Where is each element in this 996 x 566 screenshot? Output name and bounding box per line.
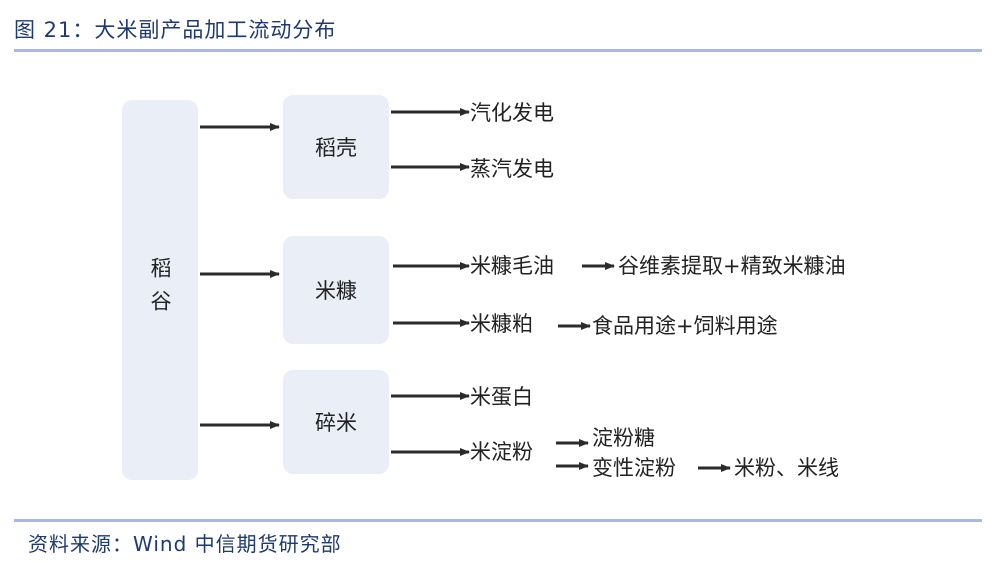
label-gasification-power: 汽化发电 (470, 101, 554, 125)
label-food-feed-use: 食品用途+饲料用途 (592, 314, 778, 338)
label-crude-bran-oil: 米糠毛油 (470, 254, 554, 278)
figure-title: 图 21：大米副产品加工流动分布 (14, 18, 337, 42)
node-broken-rice: 碎米 (283, 370, 389, 474)
source-divider (14, 519, 982, 522)
title-divider (14, 49, 982, 52)
label-oryzanol-refined-oil: 谷维素提取+精致米糠油 (618, 254, 846, 278)
label-rice-noodles: 米粉、米线 (734, 456, 839, 480)
node-rice-husk-label: 稻壳 (315, 136, 357, 160)
label-starch-sugar: 淀粉糖 (592, 426, 655, 450)
label-rice-starch: 米淀粉 (470, 440, 533, 464)
source-note: 资料来源：Wind 中信期货研究部 (28, 532, 342, 556)
root-node-rice-grain: 稻谷 (122, 100, 198, 480)
label-rice-protein: 米蛋白 (470, 385, 533, 409)
label-steam-power: 蒸汽发电 (470, 157, 554, 181)
node-broken-rice-label: 碎米 (315, 411, 357, 435)
node-rice-bran: 米糠 (283, 236, 389, 344)
node-rice-husk: 稻壳 (283, 95, 389, 199)
label-modified-starch: 变性淀粉 (592, 456, 676, 480)
label-bran-meal: 米糠粕 (470, 312, 533, 336)
root-node-label: 稻谷 (148, 257, 172, 323)
node-rice-bran-label: 米糠 (315, 279, 357, 303)
